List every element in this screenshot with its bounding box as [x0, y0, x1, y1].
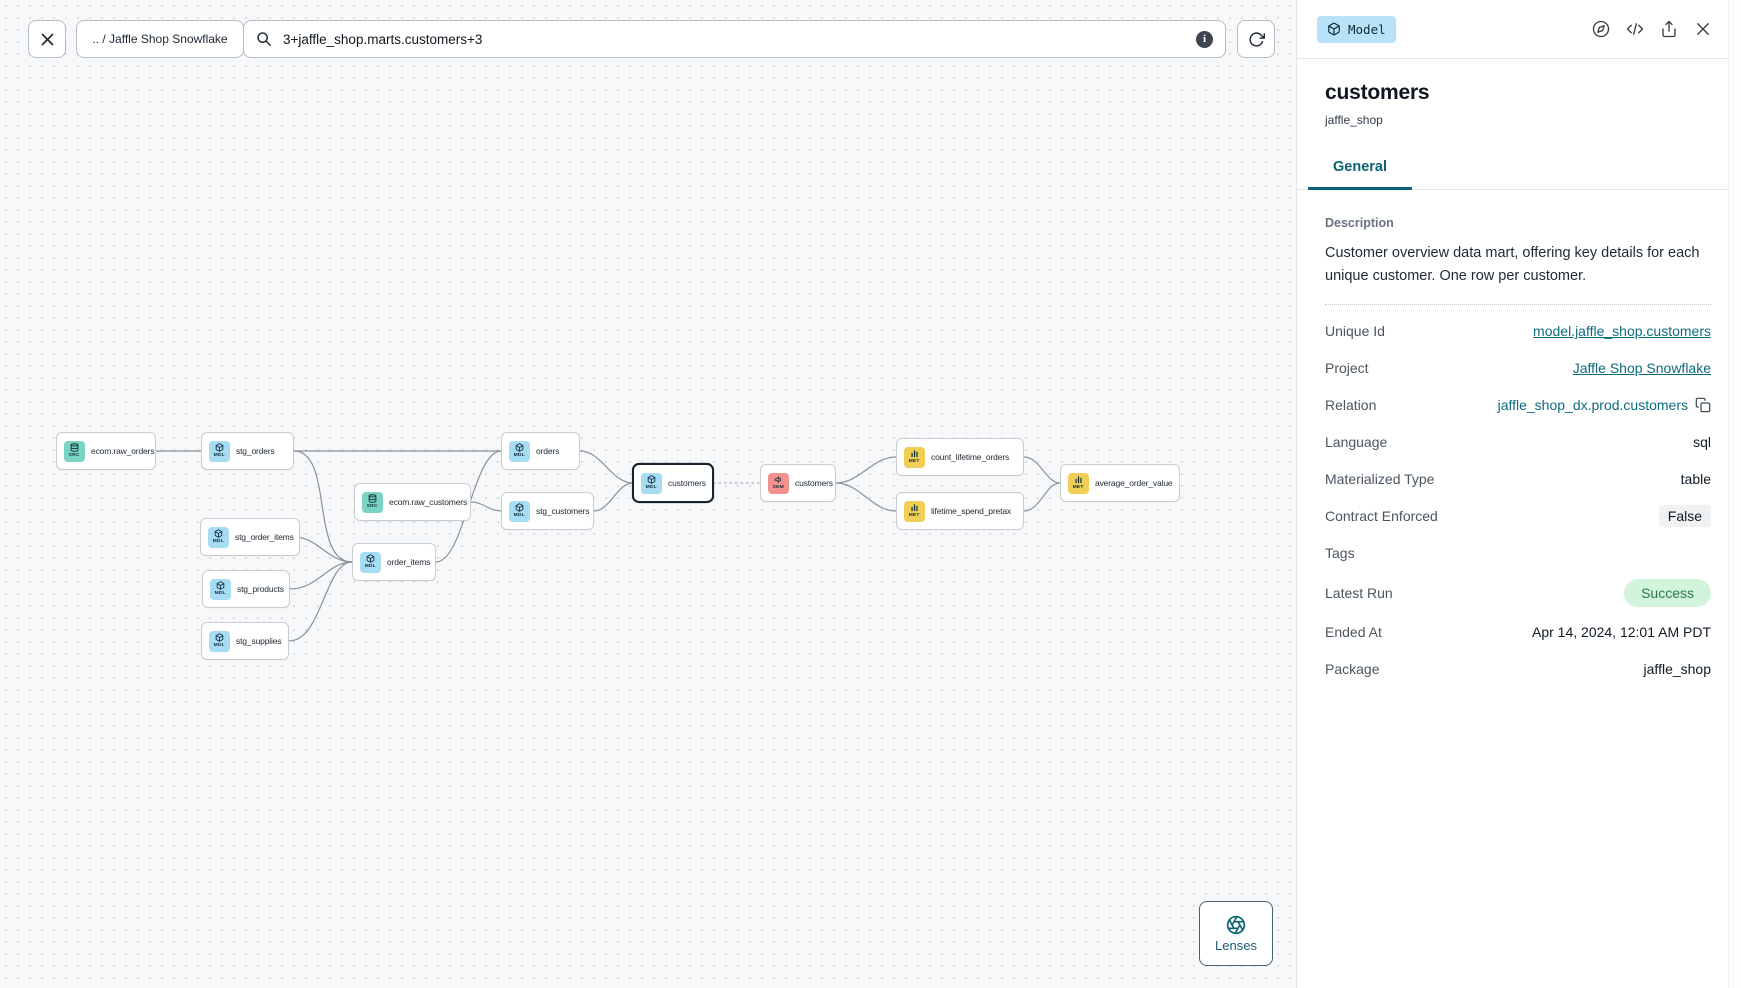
edge-semantic-countlifetime	[835, 456, 897, 484]
project-link[interactable]: Jaffle Shop Snowflake	[1572, 360, 1711, 377]
edge-semantic-lifetimespend	[835, 482, 897, 512]
share-icon[interactable]	[1660, 20, 1678, 38]
field-row-project: Project Jaffle Shop Snowflake	[1325, 360, 1711, 377]
model-icon: MDL	[641, 472, 662, 494]
field-row-ended-at: Ended At Apr 14, 2024, 12:01 AM PDT	[1325, 624, 1711, 641]
relation-value: jaffle_shop_dx.prod.customers	[1498, 397, 1711, 413]
field-row-language: Language sql	[1325, 434, 1711, 451]
model-icon: MDL	[210, 578, 231, 600]
metric-icon: MET	[1068, 472, 1089, 494]
node-stg-products[interactable]: MDL stg_products	[202, 570, 290, 608]
lenses-button[interactable]: Lenses	[1199, 901, 1273, 966]
node-count-lifetime-orders[interactable]: MET count_lifetime_orders	[896, 438, 1024, 476]
info-icon[interactable]: i	[1196, 30, 1213, 48]
page-title: customers	[1325, 81, 1430, 104]
node-orders[interactable]: MDL orders	[501, 432, 580, 470]
model-icon: MDL	[509, 500, 530, 522]
metric-icon: MET	[904, 446, 925, 468]
edge-rawcustomers-stgcustomers	[470, 501, 502, 512]
source-icon: SRC	[64, 440, 85, 462]
edge-countlifetime-avgorder	[1023, 456, 1061, 484]
node-stg-orders[interactable]: MDL stg_orders	[201, 432, 294, 470]
model-icon: MDL	[208, 526, 229, 548]
edge-orders-customers	[579, 450, 634, 484]
edge-stgproducts-orderitems	[289, 561, 353, 590]
model-icon: MDL	[509, 440, 530, 462]
status-badge: Success	[1624, 578, 1711, 607]
node-stg-supplies[interactable]: MDL stg_supplies	[201, 622, 289, 660]
lineage-search: i	[243, 20, 1226, 58]
details-panel: Model customers jaffle_shop General Desc…	[1296, 0, 1741, 988]
close-panel-icon[interactable]	[1694, 20, 1712, 38]
lineage-edges	[154, 450, 1061, 642]
panel-tabs: General	[1297, 159, 1741, 190]
refresh-button[interactable]	[1237, 20, 1275, 58]
edge-lifetimespend-avgorder	[1023, 482, 1061, 512]
source-icon: SRC	[362, 491, 383, 513]
package-subtitle: jaffle_shop	[1325, 113, 1383, 127]
explore-compass-icon[interactable]	[1592, 20, 1610, 38]
field-row-materialized-type: Materialized Type table	[1325, 471, 1711, 488]
field-row-package: Package jaffle_shop	[1325, 661, 1711, 678]
metric-icon: MET	[904, 500, 925, 522]
node-customers-selected[interactable]: MDL customers	[633, 464, 713, 502]
node-stg-customers[interactable]: MDL stg_customers	[501, 492, 594, 530]
refresh-icon	[1248, 31, 1265, 47]
edge-stgcustomers-customers	[593, 482, 634, 512]
panel-scrollbar[interactable]	[1728, 0, 1741, 988]
field-row-unique-id: Unique Id model.jaffle_shop.customers	[1325, 323, 1711, 340]
field-row-contract-enforced: Contract Enforced False	[1325, 498, 1711, 535]
edge-stgorderitems-orderitems	[293, 536, 353, 563]
field-row-latest-run: Latest Run Success	[1325, 572, 1711, 614]
edge-stgsupplies-orderitems	[288, 561, 353, 642]
search-input[interactable]	[281, 30, 1187, 48]
node-stg-order-items[interactable]: MDL stg_order_items	[200, 518, 300, 556]
node-average-order-value[interactable]: MET average_order_value	[1060, 464, 1180, 502]
node-lifetime-spend-pretax[interactable]: MET lifetime_spend_pretax	[896, 492, 1024, 530]
contract-chip: False	[1658, 505, 1711, 528]
node-ecom-raw-customers[interactable]: SRC ecom.raw_customers	[354, 483, 471, 521]
model-icon: MDL	[360, 551, 381, 573]
copy-icon[interactable]	[1695, 397, 1711, 413]
tab-general[interactable]: General	[1308, 159, 1412, 190]
search-icon	[257, 32, 271, 46]
aperture-icon	[1226, 915, 1246, 934]
field-row-relation: Relation jaffle_shop_dx.prod.customers	[1325, 387, 1711, 424]
field-rows: Unique Id model.jaffle_shop.customers Pr…	[1325, 313, 1711, 688]
panel-header: Model	[1297, 0, 1741, 59]
model-icon: MDL	[209, 440, 230, 462]
unique-id-link[interactable]: model.jaffle_shop.customers	[1533, 323, 1711, 340]
node-customers-semantic[interactable]: SEM customers	[760, 464, 836, 502]
close-icon	[41, 33, 53, 45]
code-icon[interactable]	[1626, 20, 1644, 38]
edge-stgorders-orderitems	[293, 450, 353, 563]
semantic-model-icon: SEM	[768, 472, 789, 494]
model-icon: MDL	[209, 630, 230, 652]
description-text: Customer overview data mart, offering ke…	[1325, 245, 1700, 285]
field-row-tags: Tags	[1325, 545, 1355, 562]
breadcrumb[interactable]: .. / Jaffle Shop Snowflake	[76, 20, 244, 58]
close-lineage-button[interactable]	[28, 20, 66, 58]
node-ecom-raw-orders[interactable]: SRC ecom.raw_orders	[56, 432, 156, 470]
lineage-canvas[interactable]: SRC ecom.raw_orders MDL stg_orders SRC e…	[0, 0, 1296, 988]
node-order-items[interactable]: MDL order_items	[352, 543, 436, 581]
divider	[1325, 303, 1711, 305]
description-label: Description	[1325, 216, 1394, 230]
resource-type-badge: Model	[1317, 15, 1396, 43]
cube-icon	[1327, 22, 1341, 36]
